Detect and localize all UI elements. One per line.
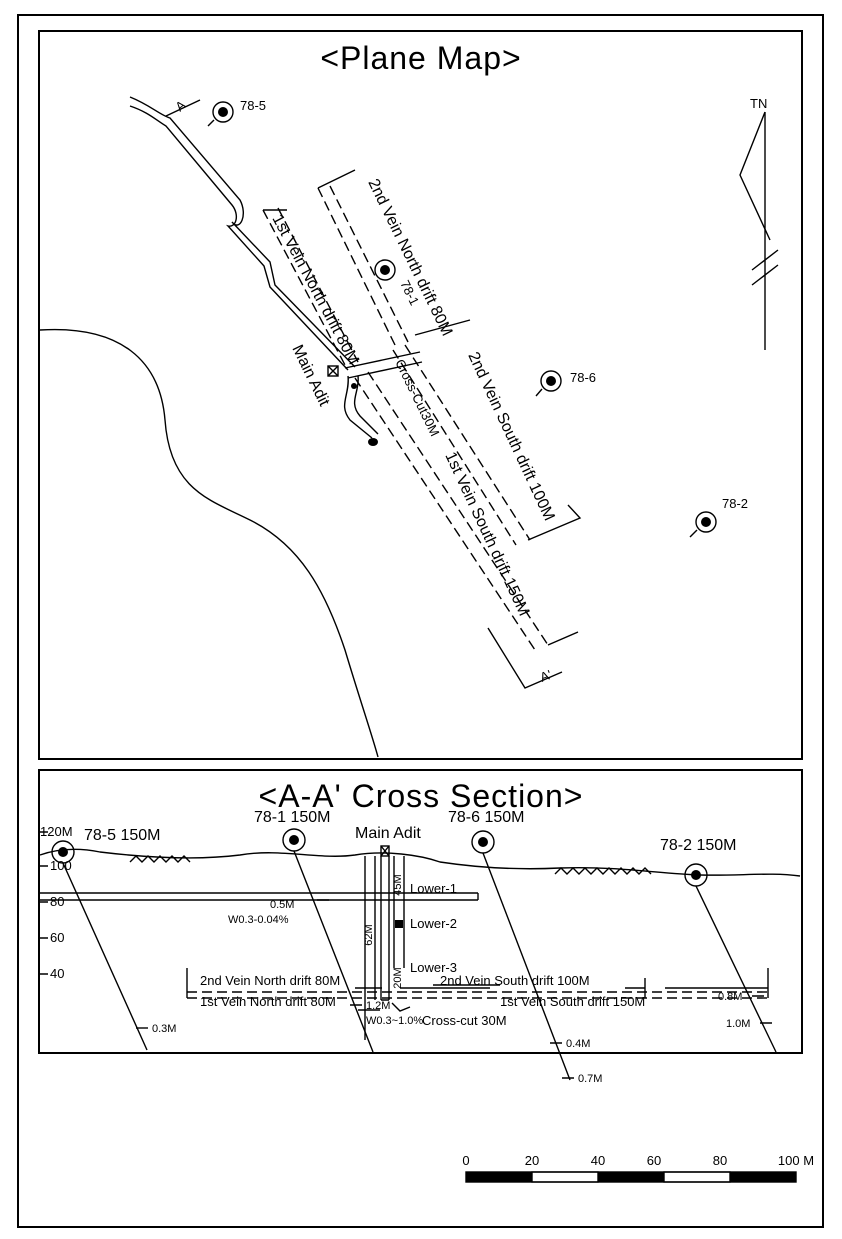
elevation-tick: 120M (40, 824, 73, 839)
vein2-north-section-label: 2nd Vein North drift 80M (200, 973, 340, 988)
outer-frame (17, 14, 824, 1228)
elevation-tick: 40 (50, 966, 64, 981)
scale-tick: 100 M (778, 1153, 814, 1168)
assay-thickness: 0.3M (152, 1023, 176, 1035)
scale-tick: 40 (591, 1153, 605, 1168)
cross-cut-pointer (391, 1002, 411, 1012)
section-line-a-prime: A' (487, 627, 563, 689)
hole-78-2: 78-2 150M 0.8M 1.0M (660, 837, 777, 1053)
level-label: Lower-2 (410, 916, 457, 931)
assay-thickness: 0.7M (578, 1073, 602, 1085)
drillhole-78-5: 78-5 (207, 98, 266, 127)
lower-1-level (40, 892, 479, 901)
cross-section-frame (38, 769, 803, 1054)
outcrop-hatch (554, 867, 652, 875)
elevation-axis: 120M 100 80 60 40 (40, 824, 73, 981)
scale-tick: 80 (713, 1153, 727, 1168)
drillhole-label: 78-6 (570, 370, 596, 385)
vein1-north-section-label: 1st Vein North drift 80M (200, 994, 336, 1009)
elevation-tick: 100 (50, 858, 72, 873)
assay-thickness: 1.0M (726, 1018, 750, 1030)
drillhole-78-2: 78-2 (689, 496, 748, 538)
cross-cut-label: Cross-cut 30M (422, 1013, 507, 1028)
north-arrow: TN (739, 96, 779, 350)
elevation-tick: 60 (50, 930, 64, 945)
drillhole-label: 78-2 (722, 496, 748, 511)
elevation-tick: 80 (50, 894, 64, 909)
access-road (129, 96, 356, 371)
section-line-a: A (165, 97, 201, 117)
shaft-length-label: 45M (392, 874, 404, 895)
level-label: Lower-1 (410, 881, 457, 896)
north-label: TN (750, 96, 767, 111)
hole-78-6: 78-6 150M 0.4M 0.7M (448, 809, 602, 1085)
main-adit-label: Main Adit (288, 342, 332, 409)
hole-label: 78-1 150M (254, 809, 331, 826)
cross-cut-label: Cross-Cut30M (392, 357, 442, 439)
hole-78-1: 78-1 150M 0.5M W0.3-0.04% 1.2M W0.3~1.0% (228, 809, 423, 1053)
vein1-south-label: 1st Vein South drift 150M (441, 450, 532, 619)
plane-map-frame (38, 30, 803, 760)
hole-label: 78-6 150M (448, 809, 525, 826)
vein2-north-label: 2nd Vein North drift 80M (364, 176, 455, 339)
assay-thickness: 0.4M (566, 1038, 590, 1050)
plane-map-panel: <Plane Map> TN A 1st Vein North drift 80… (38, 30, 803, 760)
scale-tick: 0 (462, 1153, 469, 1168)
vein1-south-section-label: 1st Vein South drift 150M (500, 994, 645, 1009)
cross-cut: Cross-Cut30M (344, 351, 443, 439)
vein1-north-label: 1st Vein North drift 80M (268, 212, 361, 368)
assay-grade: W0.3~1.0% (366, 1015, 423, 1027)
hole-label: 78-5 150M (84, 827, 161, 844)
assay-thickness: 0.5M (270, 899, 294, 911)
shaft-length-label: 20M (392, 967, 404, 988)
cross-section-title: <A-A' Cross Section> (259, 778, 584, 814)
drift-lines (186, 968, 769, 1011)
scale-tick: 60 (647, 1153, 661, 1168)
outcrop-hatch (129, 855, 191, 863)
shaft-length-label: 62M (363, 924, 375, 945)
main-shaft (364, 845, 405, 1040)
hole-78-5: 78-5 150M 0.3M (51, 827, 176, 1051)
cross-section-panel: <A-A' Cross Section> 120M 100 80 60 40 M… (38, 769, 803, 1085)
topographic-boundary (39, 328, 379, 758)
level-label: Lower-3 (410, 960, 457, 975)
vein2-south-section-label: 2nd Vein South drift 100M (440, 973, 590, 988)
main-adit-label: Main Adit (355, 825, 421, 842)
assay-thickness: 0.8M (718, 991, 742, 1003)
scale-bar: 0 20 40 60 80 100 M (462, 1153, 814, 1183)
section-a-prime-label: A' (538, 667, 554, 685)
main-adit: Main Adit (288, 342, 379, 446)
plane-map-title: <Plane Map> (320, 40, 521, 76)
assay-grade: W0.3-0.04% (228, 914, 289, 926)
hole-label: 78-2 150M (660, 837, 737, 854)
assay-thickness: 1.2M (366, 1000, 390, 1012)
drillhole-label: 78-5 (240, 98, 266, 113)
scale-tick: 20 (525, 1153, 539, 1168)
drillhole-78-6: 78-6 (535, 370, 596, 397)
